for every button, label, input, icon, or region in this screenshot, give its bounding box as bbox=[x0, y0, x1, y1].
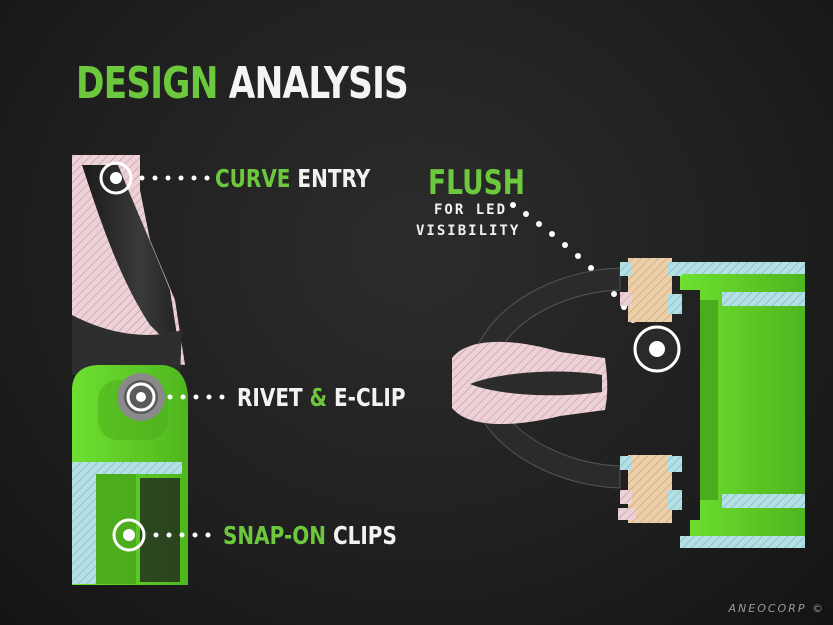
rivet-marker bbox=[117, 373, 165, 421]
flush-marker bbox=[633, 325, 681, 373]
rivet-highlight: & bbox=[309, 383, 328, 412]
left-part bbox=[72, 155, 188, 585]
rivet-pre: RIVET bbox=[237, 383, 310, 412]
flush-headline: FLUSH bbox=[428, 163, 525, 203]
right-assembly bbox=[452, 258, 805, 548]
snap-highlight: SNAP-ON bbox=[223, 521, 326, 550]
rivet-post: E-CLIP bbox=[327, 383, 406, 412]
flush-line2: VISIBILITY bbox=[416, 223, 521, 239]
snap-clip-marker bbox=[112, 518, 146, 552]
title-highlight: DESIGN bbox=[76, 58, 218, 109]
snap-clips-label: SNAP-ON CLIPS bbox=[223, 523, 397, 548]
curve-highlight: CURVE bbox=[215, 164, 291, 193]
curve-entry-label: CURVE ENTRY bbox=[215, 166, 370, 191]
title-rest: ANALYSIS bbox=[217, 58, 409, 109]
curve-rest: ENTRY bbox=[290, 164, 371, 193]
rivet-label: RIVET & E-CLIP bbox=[237, 385, 406, 410]
flush-line1: FOR LED bbox=[434, 202, 508, 218]
snap-rest: CLIPS bbox=[325, 521, 397, 550]
credit: ANEOCORP © bbox=[728, 602, 825, 615]
curve-entry-marker bbox=[99, 161, 133, 195]
page-title: DESIGN ANALYSIS bbox=[76, 62, 409, 106]
